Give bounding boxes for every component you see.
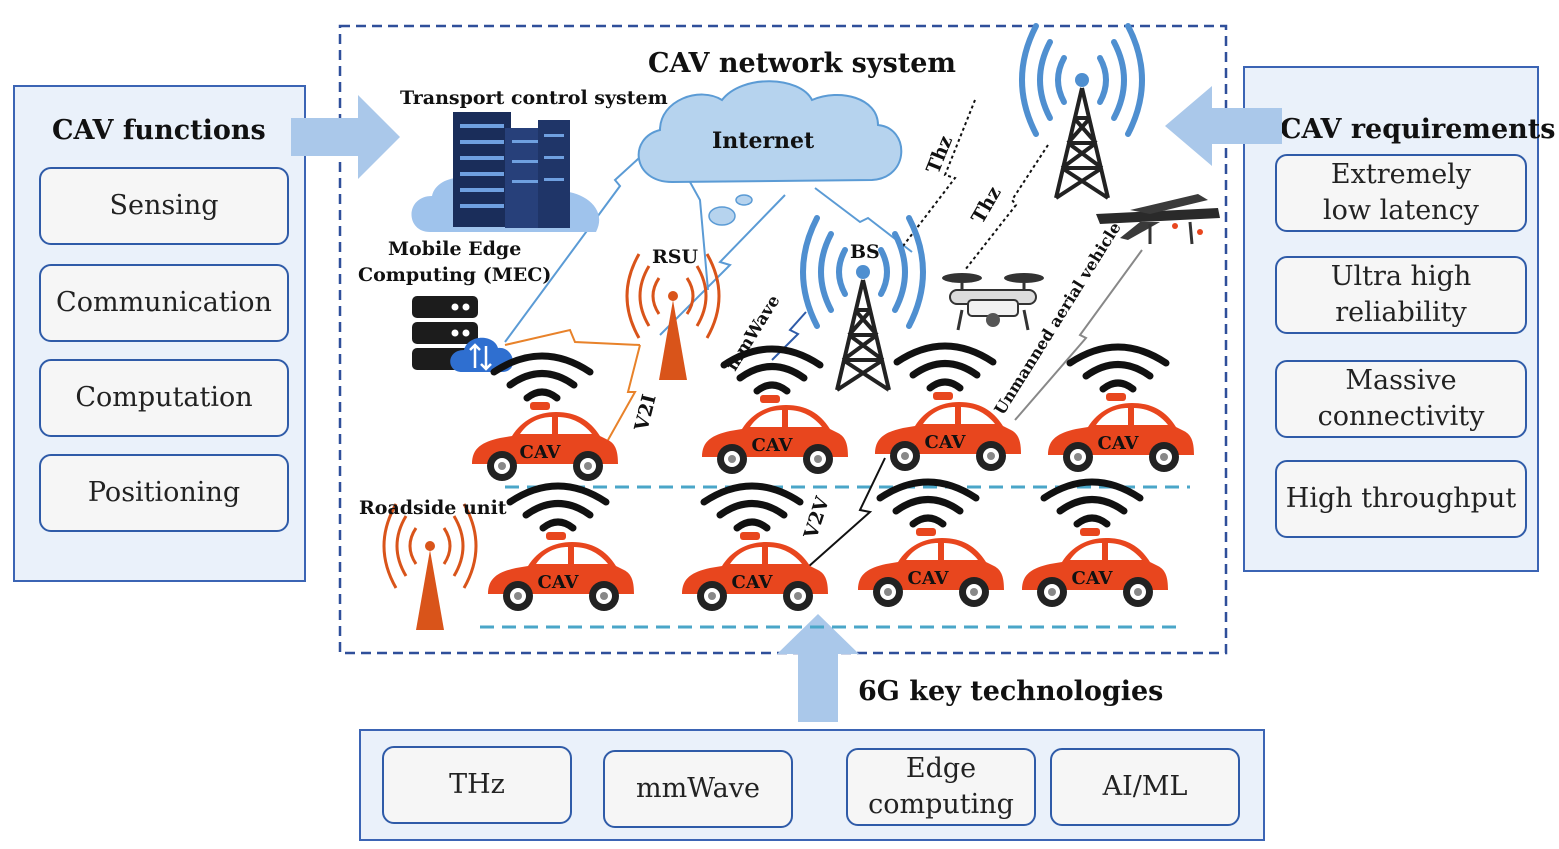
v2i-label: V2I	[630, 392, 661, 434]
tech-thz: THz	[382, 746, 572, 824]
transport-label: Transport control system	[400, 87, 668, 109]
requirement-latency: Extremely low latency	[1275, 154, 1527, 232]
requirement-throughput: High throughput	[1275, 460, 1527, 538]
link-internet-rsu	[689, 181, 709, 291]
link-thz-bs	[899, 99, 976, 251]
function-sensing: Sensing	[39, 167, 289, 245]
internet-cloud-icon	[637, 80, 903, 226]
technologies-panel: THz mmWave Edge computing AI/ML	[359, 729, 1265, 841]
function-computation: Computation	[39, 359, 289, 437]
technologies-title: 6G key technologies	[858, 676, 1164, 707]
rsu-label: RSU	[652, 246, 699, 268]
mec-label-line1: Mobile Edge	[388, 238, 522, 260]
car-label: CAV	[752, 435, 794, 456]
car-label: CAV	[732, 572, 774, 593]
link-internet-bs-right	[814, 187, 913, 253]
car-label: CAV	[1098, 433, 1140, 454]
link-internet-mec	[504, 147, 651, 343]
mmwave-label: mmWave	[722, 292, 784, 375]
link-mec-rsu	[504, 328, 641, 346]
cav-functions-title: CAV functions	[52, 115, 266, 146]
thz-label-1: Thz	[922, 133, 957, 177]
link-uav	[1014, 249, 1143, 421]
mec-label: Mobile Edge Computing (MEC)	[358, 236, 551, 288]
link-v2i	[607, 344, 641, 441]
transport-server-icon	[411, 112, 600, 232]
functions-arrow	[291, 95, 400, 179]
rsu-tower-icon	[625, 252, 721, 382]
drone-icon	[942, 273, 1044, 331]
link-internet-bs-left	[659, 194, 786, 336]
technologies-arrow	[777, 614, 859, 722]
cav-requirements-panel: CAV requirements Extremely low latency U…	[1243, 66, 1555, 572]
requirement-reliability: Ultra high reliability	[1275, 256, 1527, 334]
bs-label: BS	[850, 241, 880, 263]
car-label: CAV	[520, 442, 562, 463]
tech-mmwave: mmWave	[603, 750, 793, 828]
internet-label: Internet	[712, 128, 815, 154]
network-title: CAV network system	[648, 48, 956, 79]
function-positioning: Positioning	[39, 454, 289, 532]
car-label: CAV	[908, 568, 950, 589]
car-label: CAV	[1072, 568, 1114, 589]
cav-functions-panel: CAV functions Sensing Communication Comp…	[13, 85, 306, 582]
top-tower-icon	[1022, 26, 1142, 198]
function-communication: Communication	[39, 264, 289, 342]
roadside-tower-icon	[382, 502, 478, 632]
roadside-label: Roadside unit	[359, 497, 507, 519]
thz-label-2: Thz	[967, 183, 1006, 228]
uav-plane-icon	[1096, 194, 1220, 245]
mec-database-icon	[412, 296, 514, 372]
link-thz-drone	[964, 144, 1049, 271]
link-v2v	[807, 457, 886, 568]
mec-label-line2: Computing (MEC)	[358, 264, 552, 287]
cav-requirements-title: CAV requirements	[1280, 114, 1556, 145]
car-label: CAV	[538, 572, 580, 593]
v2v-label: V2V	[800, 493, 835, 543]
requirement-connectivity: Massive connectivity	[1275, 360, 1527, 438]
tech-edge-computing: Edge computing	[846, 748, 1036, 826]
car-label: CAV	[925, 432, 967, 453]
tech-ai-ml: AI/ML	[1050, 748, 1240, 826]
requirements-arrow	[1165, 86, 1282, 166]
